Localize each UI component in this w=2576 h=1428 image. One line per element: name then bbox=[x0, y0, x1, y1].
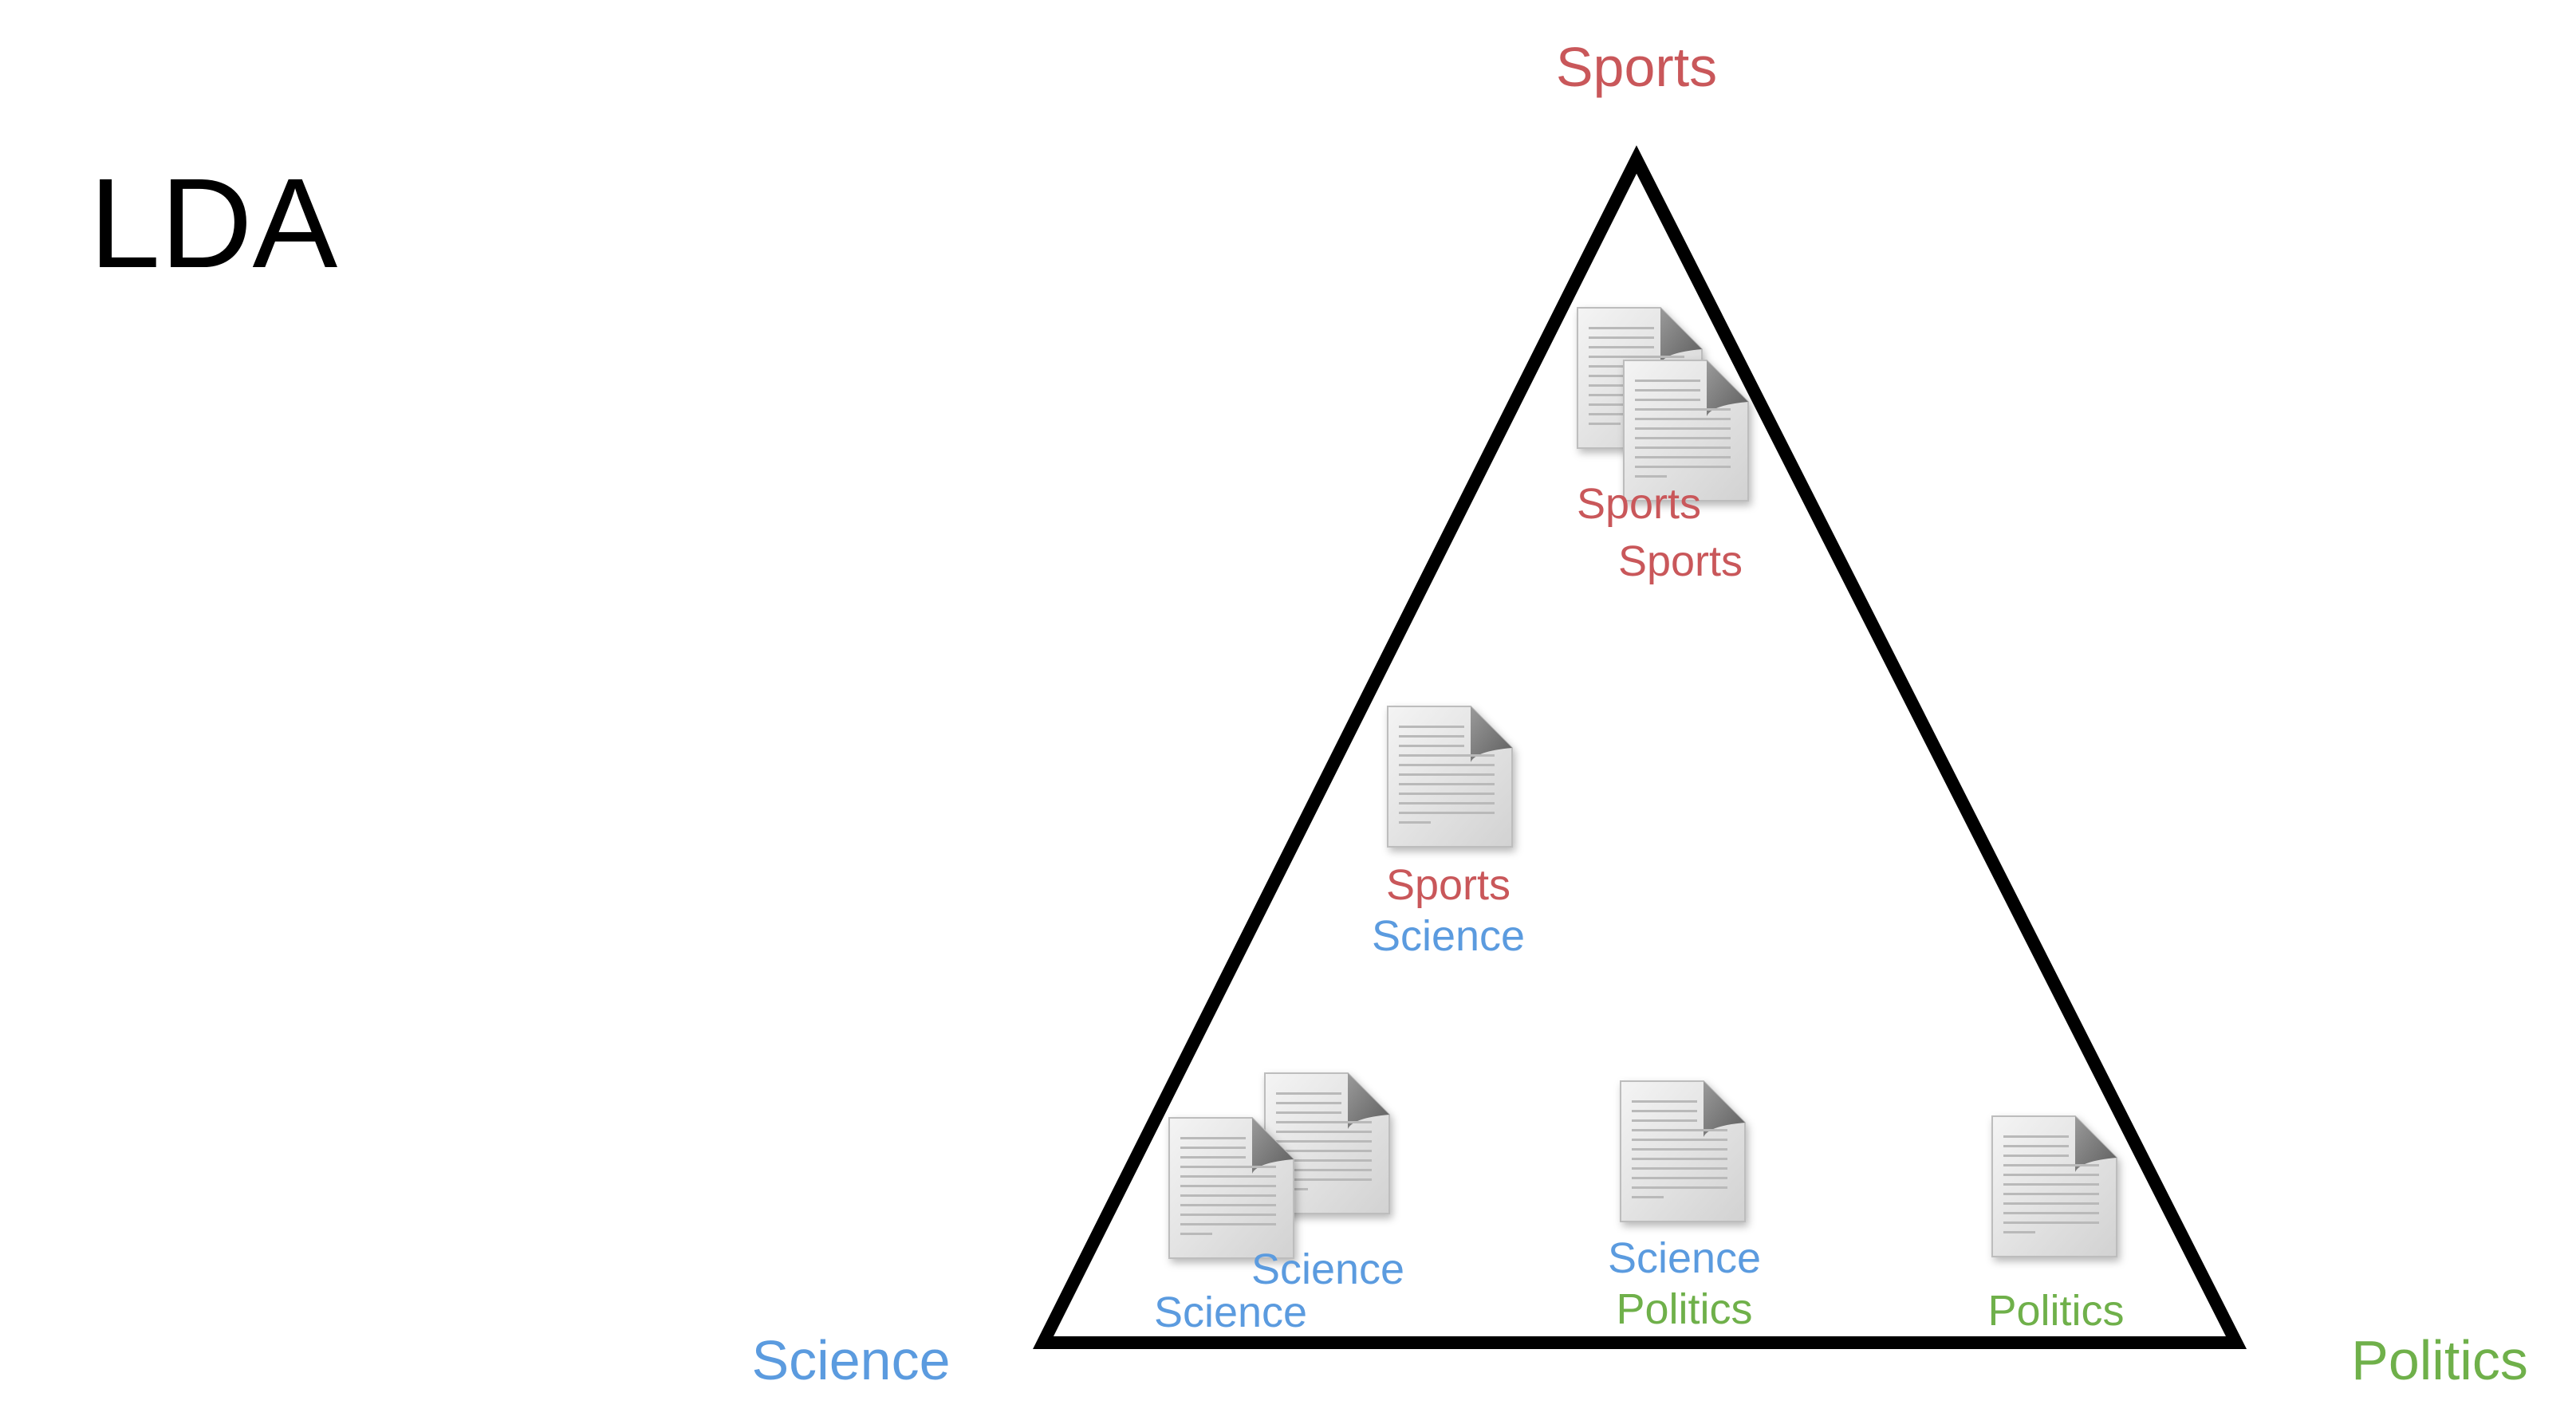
vertex-label-sports: Sports bbox=[1555, 36, 1718, 98]
slide-title: LDA bbox=[89, 151, 338, 294]
document-icon bbox=[1168, 1117, 1294, 1259]
document-topic-label: Science bbox=[1607, 1234, 1762, 1282]
document-icon bbox=[1387, 706, 1513, 848]
document-topic-label: Politics bbox=[1987, 1287, 2125, 1335]
document-icon bbox=[1991, 1115, 2117, 1257]
vertex-label-politics: Politics bbox=[2351, 1329, 2528, 1391]
document-icon bbox=[1623, 360, 1749, 502]
document-topic-label: Science bbox=[1371, 912, 1526, 960]
vertex-label-science: Science bbox=[751, 1329, 951, 1391]
document-icon bbox=[1620, 1080, 1746, 1222]
document-topic-label: Politics bbox=[1616, 1285, 1753, 1333]
document-topic-label: Sports bbox=[1576, 480, 1702, 528]
document-topic-label: Sports bbox=[1385, 861, 1511, 909]
simplex-triangle bbox=[1033, 145, 2247, 1349]
document-topic-label: Sports bbox=[1617, 537, 1743, 585]
document-topic-label: Science bbox=[1153, 1288, 1308, 1336]
document-topic-label: Science bbox=[1251, 1245, 1405, 1293]
